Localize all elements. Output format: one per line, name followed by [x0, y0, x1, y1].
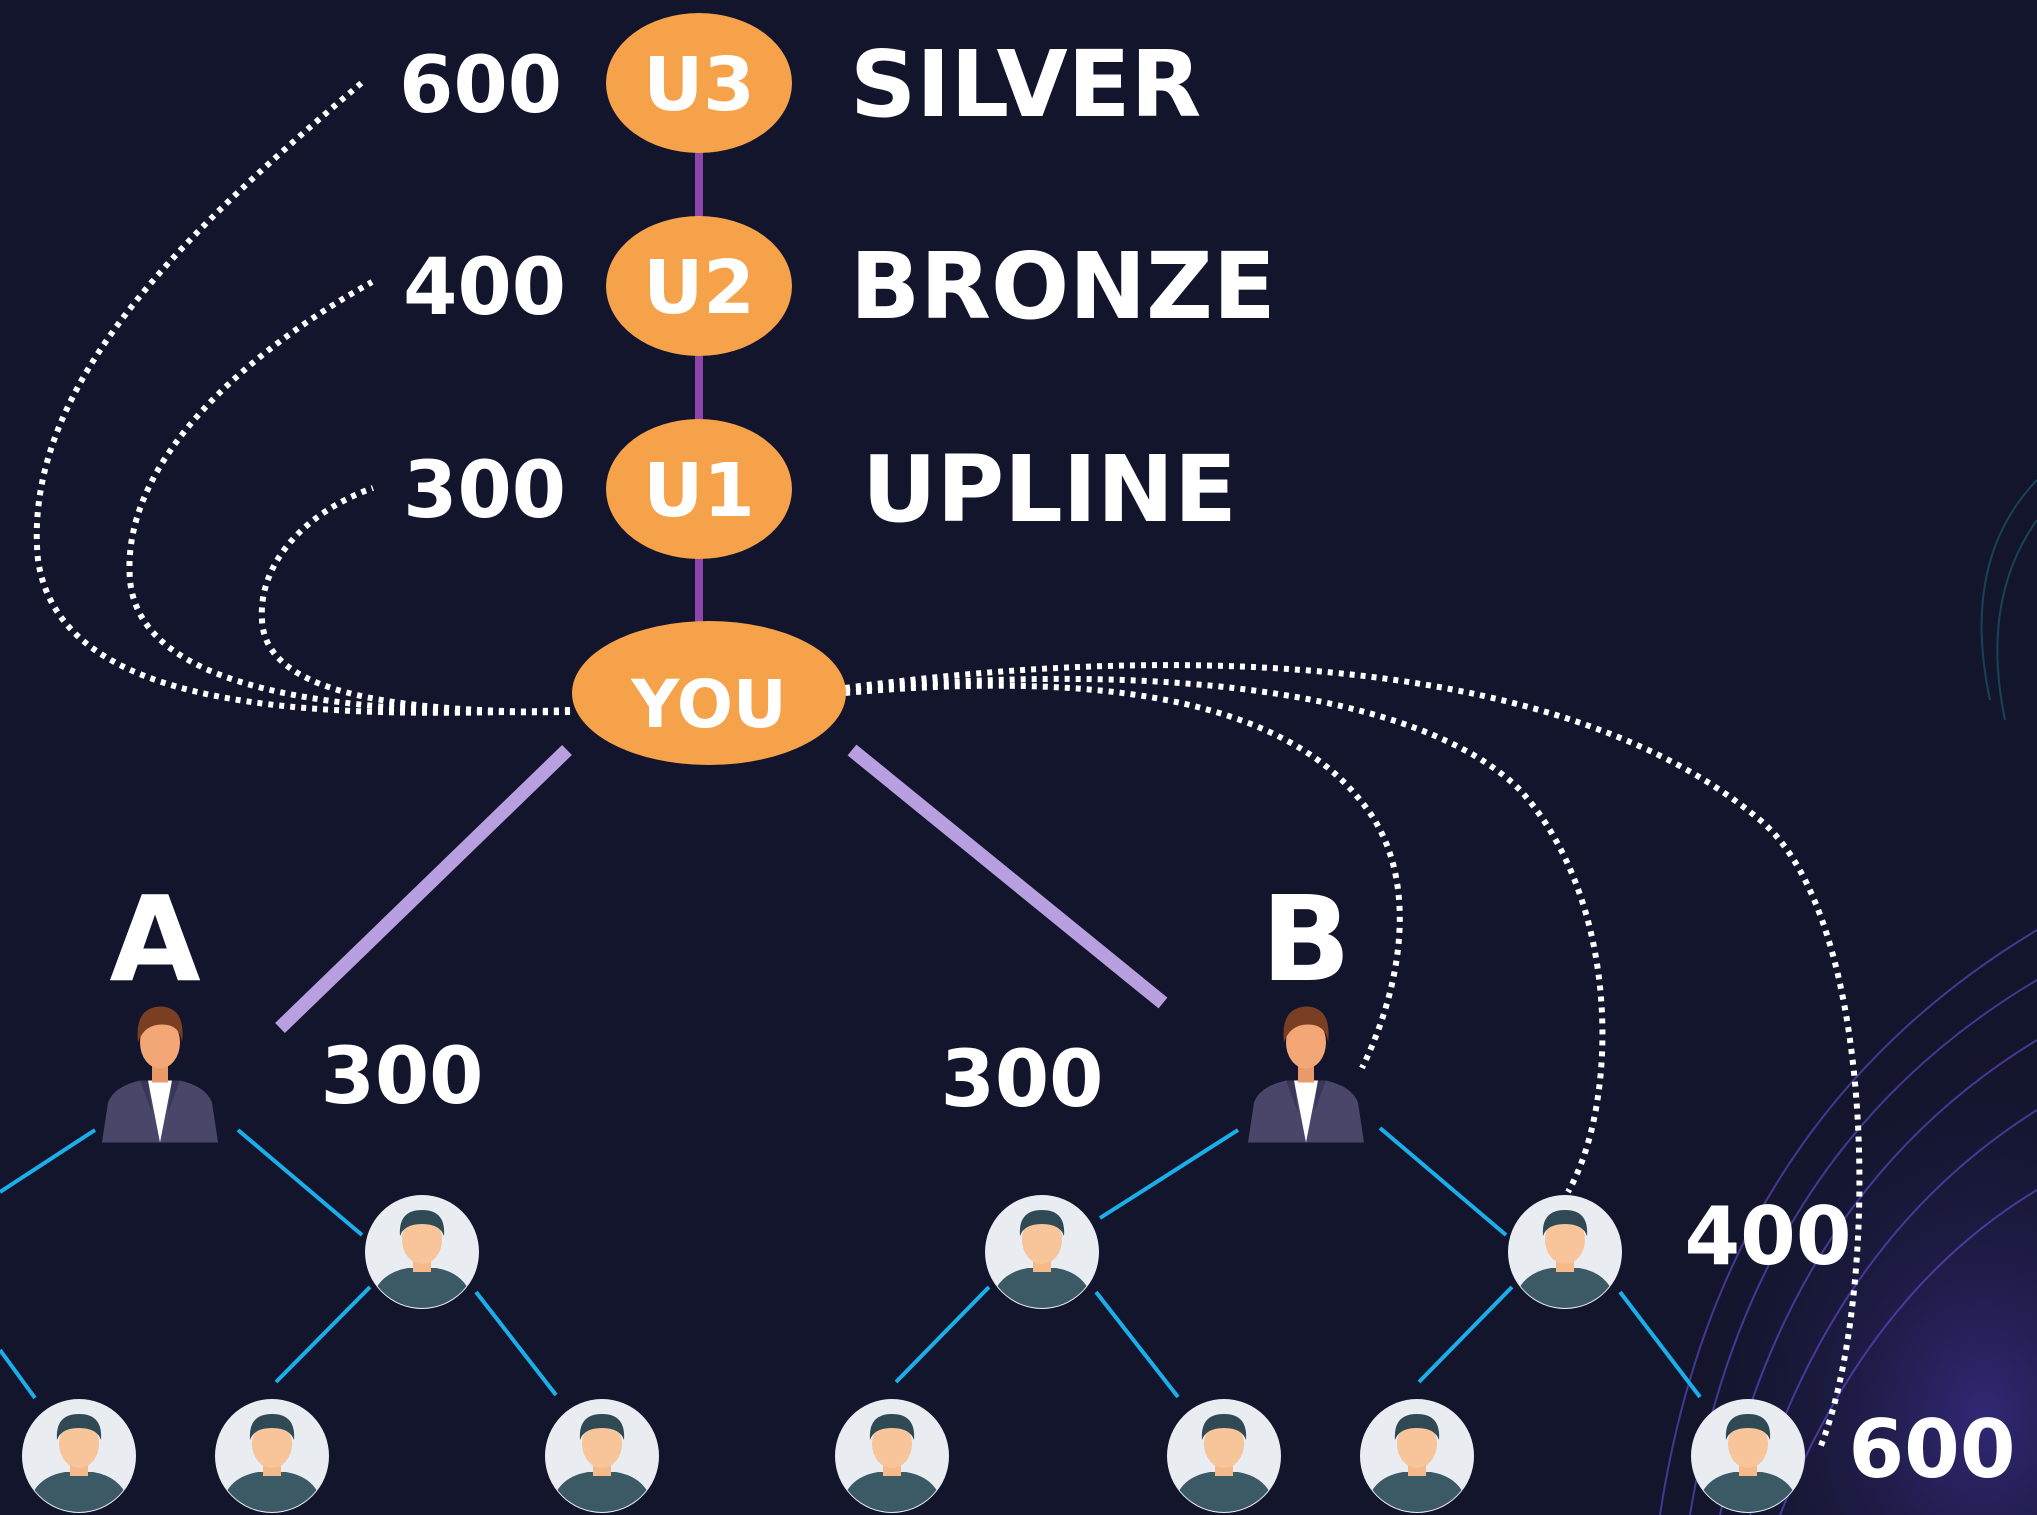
downline-bonus-connectors [844, 662, 1863, 1450]
upline-bonus-connectors [33, 77, 571, 716]
downline-level3-amount: 600 [1849, 1403, 2016, 1496]
upline-node-u2: U2 [606, 216, 792, 356]
person-avatar-icon [102, 1006, 218, 1143]
rank-label-u2: BRONZE [850, 233, 1276, 340]
member-avatar-icon [215, 1399, 329, 1515]
you-node: YOU [572, 621, 846, 765]
upline-node-label: U2 [643, 245, 755, 331]
upline-node-label: U1 [643, 448, 755, 534]
leg-a-amount: 300 [321, 1032, 484, 1122]
you-label: YOU [630, 666, 786, 743]
upline-amount-u3: 600 [399, 41, 562, 131]
rank-label-u1: UPLINE [862, 436, 1237, 543]
connector-you-u3 [33, 77, 571, 716]
decorative-wave [1500, 479, 2037, 1515]
connector-you-level2 [844, 675, 1606, 1194]
member-avatar-icon [985, 1195, 1099, 1312]
leg-a-label: A [109, 870, 200, 1008]
connector-you-b [844, 682, 1403, 1070]
leg-b-amount: 300 [941, 1035, 1104, 1125]
member-avatar-icon [835, 1399, 949, 1515]
upline-node-u3: U3 [606, 13, 792, 153]
member-avatar-icon [22, 1399, 136, 1515]
downline-level2-amount: 400 [1685, 1190, 1852, 1283]
downline-tree-lines [0, 1126, 1702, 1400]
member-avatar-icon [545, 1399, 659, 1515]
upline-amount-u2: 400 [403, 243, 566, 333]
upline-node-label: U3 [643, 42, 755, 128]
leg-b-label: B [1261, 870, 1351, 1008]
upline-amount-u1: 300 [403, 446, 566, 536]
upline-node-u1: U1 [606, 419, 792, 559]
connector-you-level3 [844, 662, 1863, 1450]
member-avatar-icon [1167, 1399, 1281, 1515]
rank-label-u3: SILVER [850, 31, 1201, 138]
member-avatar-icon [365, 1195, 479, 1312]
person-avatar-icon [1248, 1006, 1364, 1143]
member-avatar-icon [1360, 1399, 1474, 1515]
leg-branches [275, 744, 1168, 1034]
connector-you-u2 [126, 279, 571, 716]
